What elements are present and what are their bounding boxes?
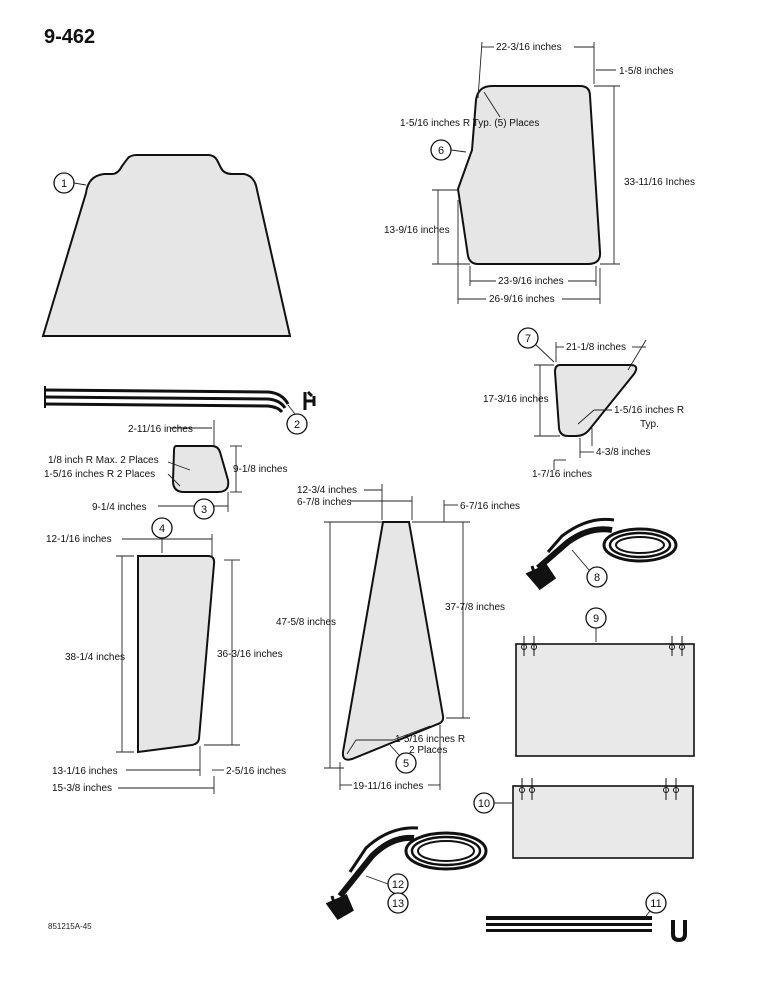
part5-right-height: 37-7/8 inches: [445, 602, 505, 613]
part-5-glass: 12-3/4 inches 6-7/8 inches 6-7/16 inches…: [276, 484, 520, 792]
part4-right-height: 36-3/16 inches: [217, 649, 283, 660]
part3-width: 9-1/4 inches: [92, 502, 146, 513]
part5-left-height: 47-5/8 inches: [276, 617, 336, 628]
callout-6-label: 6: [438, 145, 444, 157]
part7-bottom-offset: 1-7/16 inches: [532, 469, 592, 480]
callout-2: [286, 413, 308, 435]
part-10-panel: 10: [473, 778, 694, 859]
part-12-13-weatherstrip: 12 13: [325, 826, 488, 920]
weatherstrip-profile-icon-2: [325, 894, 354, 920]
part-2-strip: 2: [44, 386, 316, 435]
part7-top-width: 21-1/8 inches: [566, 342, 626, 353]
part5-bottom-width: 19-11/16 inches: [353, 781, 423, 792]
part-10-outline: [512, 785, 694, 859]
callout-4-label: 4: [159, 523, 165, 535]
callout-3-label: 3: [201, 504, 207, 516]
callout-2-leader: [287, 404, 296, 415]
part-9-panel: 9: [515, 607, 695, 757]
part-9-outline: [515, 643, 695, 757]
part4-top-width: 12-1/16 inches: [46, 534, 112, 545]
part-5-outline: [341, 521, 445, 761]
part-3-glass: 2-11/16 inches 9-1/8 inches 1/8 inch R M…: [44, 420, 287, 520]
callout-1-leader: [73, 182, 87, 186]
weatherstrip-profile-icon: [525, 564, 557, 591]
part4-bottom-offset: 2-5/16 inches: [226, 766, 286, 777]
part3-top-offset: 2-11/16 inches: [128, 424, 193, 435]
part4-overall-width: 15-3/8 inches: [52, 783, 112, 794]
part3-radius-2: 1-5/16 inches R 2 Places: [44, 469, 155, 480]
part4-left-height: 38-1/4 inches: [65, 652, 125, 663]
part6-height: 33-11/16 Inches: [624, 177, 695, 188]
part-4-outline: [137, 555, 216, 754]
part-1-glass: 1: [41, 154, 292, 337]
part6-top-right-offset: 1-5/8 inches: [619, 66, 673, 77]
callout-3: [193, 498, 215, 520]
callout-13-label: 13: [392, 898, 404, 910]
part-8-weatherstrip: 8: [525, 517, 678, 591]
callout-1-label: 1: [61, 178, 67, 190]
part5-top-right-offset: 6-7/16 inches: [460, 501, 520, 512]
callout-2-label: 2: [294, 419, 300, 431]
callout-5-label: 5: [403, 758, 409, 770]
part4-bottom-width: 13-1/16 inches: [52, 766, 118, 777]
part5-radius-1: 1-5/16 inches R: [395, 734, 465, 745]
part5-radius-2: 2 Places: [409, 745, 447, 756]
part-11-channel: 11: [486, 892, 687, 943]
part-7-outline: [553, 364, 638, 437]
page-number: 9-462: [44, 26, 96, 48]
part9-hole-markers: [521, 636, 685, 656]
callout-5: [395, 752, 417, 774]
part7-bottom-width: 4-3/8 inches: [596, 447, 650, 458]
part6-bottom-width: 23-9/16 inches: [498, 276, 564, 287]
callout-10-label: 10: [478, 798, 490, 810]
callout-7: [517, 327, 539, 349]
part-4-glass: 4 12-1/16 inches 38-1/4 inches 36-3/16 i…: [46, 517, 286, 794]
channel-profile-icon: [671, 920, 687, 943]
part10-hole-markers: [519, 778, 679, 800]
drawing-code: 851215A-45: [48, 922, 92, 931]
callout-13: [387, 892, 409, 914]
callout-8: [586, 566, 608, 588]
callout-11: [645, 892, 667, 914]
part-6-glass: 22-3/16 inches 1-5/8 inches 33-11/16 Inc…: [384, 41, 695, 305]
part6-left-lower-height: 13-9/16 inches: [384, 225, 450, 236]
callout-8-label: 8: [594, 572, 600, 584]
part7-radius-1: 1-5/16 inches R: [614, 405, 684, 416]
part-6-outline: [456, 85, 602, 265]
strip-profile-icon: [303, 390, 316, 410]
part3-height: 9-1/8 inches: [233, 464, 287, 475]
callout-9-label: 9: [593, 613, 599, 625]
callout-7-label: 7: [525, 333, 531, 345]
part6-top-width: 22-3/16 inches: [496, 42, 562, 53]
part3-radius-max: 1/8 inch R Max. 2 Places: [48, 455, 159, 466]
callout-12-label: 12: [392, 879, 404, 891]
part-1-outline: [41, 154, 292, 337]
part-7-glass: 7 21-1/8 inches 17-3/16 inches 1-5/16 in…: [483, 327, 684, 480]
part7-radius-2: Typ.: [640, 419, 659, 430]
part5-top-left-offset: 6-7/8 inches: [297, 497, 351, 508]
part6-overall-width: 26-9/16 inches: [489, 294, 555, 305]
callout-11-label: 11: [650, 898, 661, 910]
part7-height: 17-3/16 inches: [483, 394, 549, 405]
part5-top-width: 12-3/4 inches: [297, 485, 357, 496]
part6-corner-radius: 1-5/16 inches R Typ. (5) Places: [400, 118, 539, 129]
part-3-outline: [171, 445, 230, 493]
